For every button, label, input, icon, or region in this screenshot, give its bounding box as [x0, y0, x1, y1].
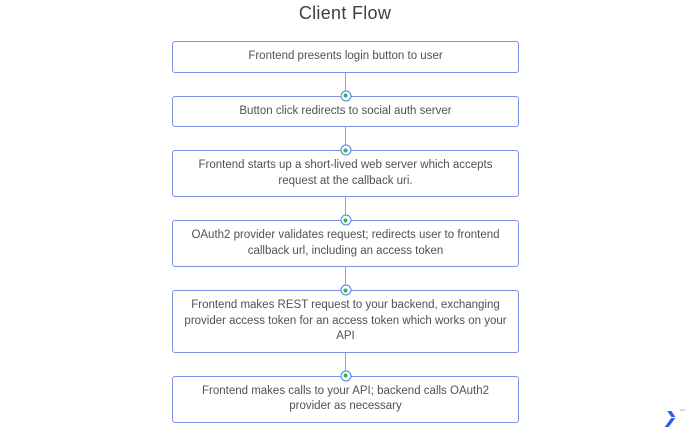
step-connector [172, 127, 519, 156]
flow-step: Frontend makes calls to your API; backen… [172, 352, 519, 423]
connector-node-dot [343, 218, 348, 222]
diagram-title: Client Flow [298, 3, 392, 23]
connector-node-dot [343, 373, 348, 378]
connector-node-dot [343, 288, 348, 292]
flow-box-label: Frontend makes REST request to your back… [184, 299, 507, 342]
toptal-logo-icon [664, 411, 676, 427]
flow-column: Frontend presents login button to user B… [172, 41, 519, 423]
step-connector [172, 72, 519, 101]
flow-box-label: Frontend starts up a short-lived web ser… [198, 159, 493, 187]
connector-node-icon [340, 90, 351, 101]
flow-box: Button click redirects to social auth se… [172, 95, 519, 127]
connector-line [345, 267, 346, 290]
connector-node-icon [340, 144, 351, 156]
flow-step: Frontend starts up a short-lived web ser… [172, 127, 519, 197]
connector-node-dot [343, 93, 348, 98]
flow-box: Frontend presents login button to user [172, 41, 519, 73]
connector-node-icon [340, 370, 351, 381]
flow-box: Frontend starts up a short-lived web ser… [172, 150, 519, 197]
flow-step: Frontend presents login button to user [172, 41, 519, 73]
connector-node-icon [340, 214, 351, 226]
flow-box-label: Button click redirects to social auth se… [239, 104, 452, 117]
trademark-symbol: ™ [679, 409, 685, 415]
flow-box: OAuth2 provider validates request; redir… [172, 220, 519, 267]
connector-node-icon [340, 284, 351, 296]
step-connector [172, 197, 519, 226]
flow-box-label: Frontend makes calls to your API; backen… [201, 384, 489, 413]
flow-box: Frontend makes REST request to your back… [172, 290, 519, 353]
connector-line [345, 72, 346, 96]
flow-step: Frontend makes REST request to your back… [172, 267, 519, 353]
toptal-logo: ™ [662, 409, 685, 429]
connector-line [345, 197, 346, 220]
step-connector [172, 352, 519, 381]
flow-box: Frontend makes calls to your API; backen… [172, 375, 519, 423]
flow-step: Button click redirects to social auth se… [172, 72, 519, 127]
flow-box-label: Frontend presents login button to user [248, 50, 443, 62]
connector-line [345, 127, 346, 150]
flow-step: OAuth2 provider validates request; redir… [172, 197, 519, 267]
connector-line [345, 352, 346, 376]
step-connector [172, 267, 519, 296]
flow-box-label: OAuth2 provider validates request; redir… [191, 229, 500, 257]
connector-node-dot [343, 148, 348, 152]
